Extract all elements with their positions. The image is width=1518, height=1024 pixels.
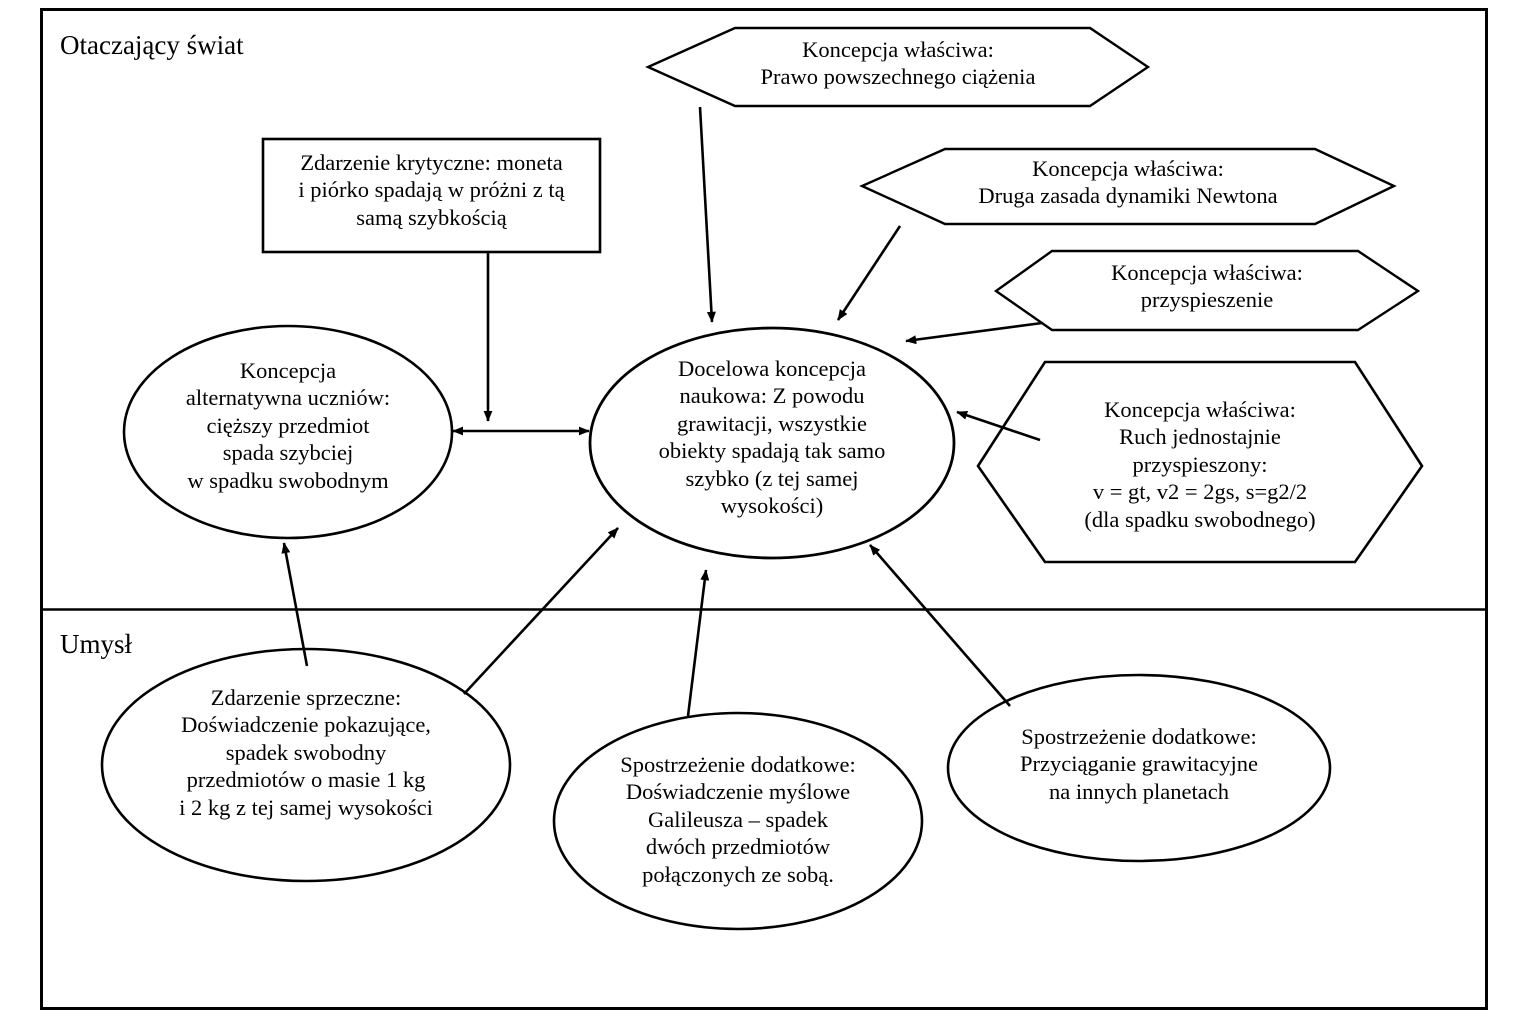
node-contradictory-event (100, 647, 512, 883)
node-correct-concept-acceleration (993, 249, 1421, 332)
node-correct-concept-newton-second-law (859, 147, 1397, 226)
edge-newton-to-target (836, 225, 902, 321)
node-target-scientific-concept (588, 326, 956, 560)
node-critical-event (261, 137, 602, 254)
region-title-mind: Umysł (60, 629, 133, 659)
edge-gravitation-law-to-target (698, 106, 716, 323)
node-extra-observation-planets (946, 673, 1332, 863)
edge-contradictory-to-target (463, 527, 619, 695)
node-extra-observation-galileo (552, 711, 924, 931)
edge-uniform-acceleration-to-target (956, 410, 1041, 442)
edge-planets-to-target (869, 544, 1011, 707)
edge-contradictory-to-alternative (281, 542, 309, 667)
node-alternative-concept (122, 324, 454, 540)
node-correct-concept-gravitation-law (645, 26, 1151, 108)
region-title-outer-world: Otaczający świat (60, 30, 244, 60)
edge-acceleration-to-target (905, 321, 1043, 345)
edge-galileo-to-target (686, 569, 710, 717)
node-correct-concept-uniform-acceleration (976, 360, 1424, 564)
